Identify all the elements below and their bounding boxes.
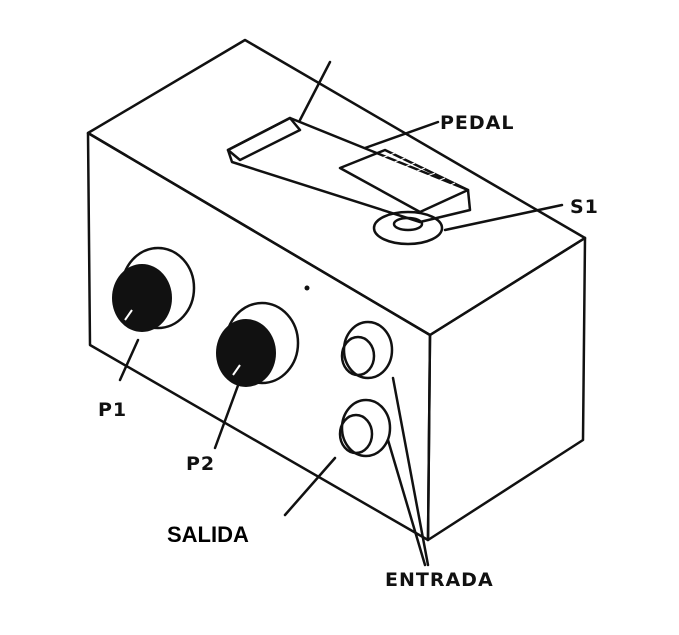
pedal-grip [338, 148, 470, 214]
box-side-face [426, 236, 587, 542]
pedal-hinge [226, 116, 302, 162]
label-entrada: ENTRADA [385, 569, 494, 591]
knob-p2 [216, 301, 300, 387]
s1-switch-base [372, 210, 444, 246]
jack-entrada [340, 320, 394, 380]
jack-salida [338, 398, 392, 458]
label-pedal: PEDAL [440, 112, 515, 134]
label-p1: P1 [98, 399, 127, 421]
label-salida: SALIDA [167, 522, 249, 547]
led-dot [304, 285, 310, 291]
label-s1: S1 [570, 196, 599, 218]
enclosure-box [86, 38, 587, 542]
knob-p1 [112, 246, 196, 332]
pedal-switch [226, 116, 472, 246]
leader-lines [118, 60, 564, 567]
label-p2: P2 [186, 453, 215, 475]
